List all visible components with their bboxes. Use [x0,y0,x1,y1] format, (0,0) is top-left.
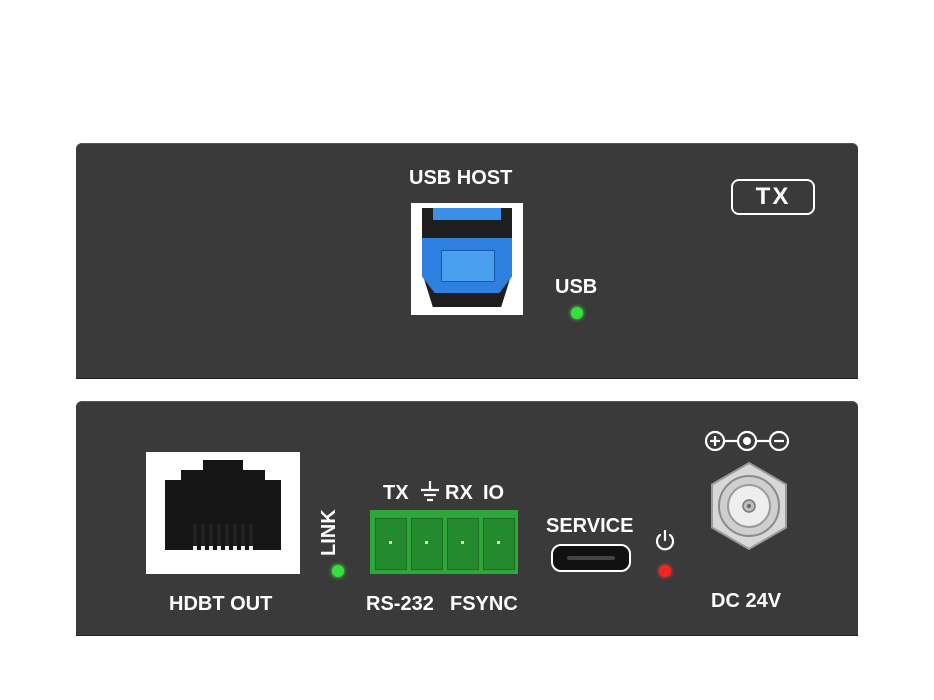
service-usb-c-port[interactable] [551,544,631,572]
ground-icon [421,481,439,502]
rj45-pin [201,524,205,550]
rj45-jack [165,480,281,550]
rs232-label: RS-232 [366,593,434,615]
fsync-label: FSYNC [450,593,518,615]
rj45-pin [209,524,213,550]
service-label: SERVICE [546,515,634,537]
terminal-cell [483,518,515,570]
usb-led-label: USB [555,276,598,298]
link-status-led [332,565,344,577]
terminal-cell [375,518,407,570]
rj45-pin [225,524,229,550]
usb-status-led [571,307,583,319]
usb-c-tongue [567,556,615,560]
terminal-cell [411,518,443,570]
tx-badge: TX [731,179,815,215]
terminal-cell [447,518,479,570]
power-status-led [659,565,671,577]
usb-port-slot [441,250,495,282]
rj45-pin [249,524,253,550]
terminal-tx-label: TX [383,482,409,504]
rj45-pin [241,524,245,550]
link-label: LINK [318,509,340,556]
terminal-io-label: IO [483,482,505,504]
usb-host-label: USB HOST [409,167,513,189]
hdbt-out-label: HDBT OUT [169,593,273,615]
usb-b-port[interactable] [411,203,523,315]
power-icon [655,529,675,551]
hdbt-out-port[interactable] [146,452,300,574]
dc-power-jack[interactable] [704,461,794,551]
rj45-pin [193,524,197,550]
usb-port-blue-strip [433,208,501,220]
phoenix-terminal-block[interactable] [370,510,518,574]
top-panel: USB HOST USB TX [76,143,858,378]
dc-polarity-icon [704,430,790,452]
terminal-rx-label: RX [445,482,473,504]
bottom-panel: HDBT OUT LINK TX RX IO RS-232 FSYNC SERV… [76,401,858,635]
dc-24v-label: DC 24V [711,590,782,612]
rj45-pin [233,524,237,550]
rj45-pin [217,524,221,550]
